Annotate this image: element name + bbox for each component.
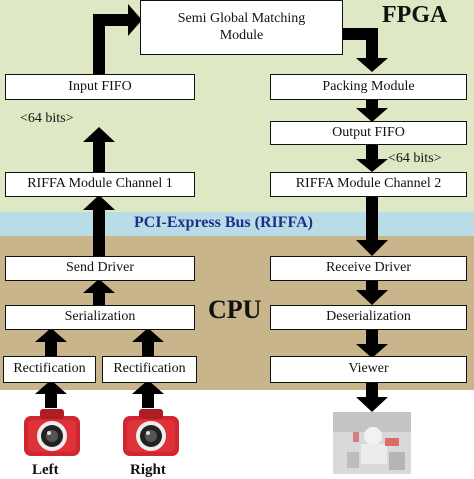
packing-module-block: Packing Module — [270, 74, 467, 100]
camera-right-label: Right — [130, 462, 166, 478]
serialization-block: Serialization — [5, 305, 195, 330]
send-driver-block: Send Driver — [5, 256, 195, 281]
input-fifo-block: Input FIFO — [5, 74, 195, 100]
rectification-left-block: Rectification — [3, 356, 96, 383]
camera-icon — [121, 406, 181, 463]
bits-annotation-right: <64 bits> — [388, 151, 442, 166]
camera-icon — [22, 406, 82, 463]
viewer-block: Viewer — [270, 356, 467, 383]
sgm-module: Semi Global Matching Module — [140, 0, 343, 55]
pcie-bus-region — [0, 212, 474, 236]
deserialization-block: Deserialization — [270, 305, 467, 330]
camera-left-label: Left — [32, 462, 59, 478]
cpu-label: CPU — [208, 295, 262, 324]
pcie-bus-label: PCI-Express Bus (RIFFA) — [134, 214, 313, 231]
bits-annotation-left: <64 bits> — [20, 111, 74, 126]
rectification-right-block: Rectification — [102, 356, 197, 383]
output-fifo-block: Output FIFO — [270, 121, 467, 145]
disparity-map-image — [333, 412, 411, 479]
riffa-channel-1-block: RIFFA Module Channel 1 — [5, 172, 195, 197]
fpga-label: FPGA — [382, 2, 448, 28]
receive-driver-block: Receive Driver — [270, 256, 467, 281]
riffa-channel-2-block: RIFFA Module Channel 2 — [270, 172, 467, 197]
